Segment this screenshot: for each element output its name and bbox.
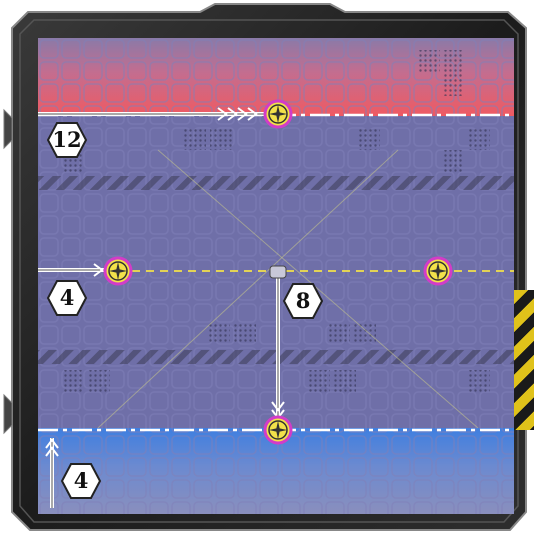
counter-value: 8 [282,290,324,311]
target-node-icon[interactable] [103,256,133,286]
hexagon-counter: 4 [60,462,102,500]
target-node-icon[interactable] [263,415,293,445]
hexagon-counter: 12 [46,121,88,159]
hexagon-counter: 4 [46,279,88,317]
target-node-icon[interactable] [263,99,293,129]
counter-value: 12 [46,129,88,150]
counter-value: 4 [60,470,102,491]
hazard-strip [38,176,514,190]
hexagon-counter: 8 [282,282,324,320]
hazard-stripes-icon [514,290,534,430]
target-node-icon[interactable] [423,256,453,286]
game-board: 12 4 8 4 [38,38,514,514]
counter-value: 4 [46,287,88,308]
center-hub [270,266,286,278]
